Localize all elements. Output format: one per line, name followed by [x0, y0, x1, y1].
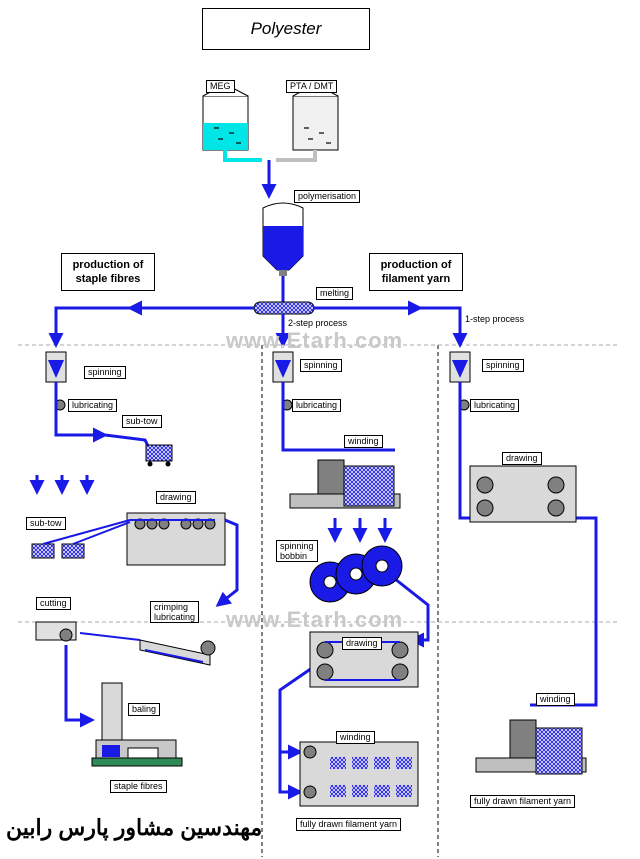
drawing-label-mid: drawing — [342, 637, 382, 650]
spinning-unit-mid — [272, 351, 294, 383]
sub-tow-lines — [42, 519, 131, 545]
watermark-top: www.Etarh.com — [226, 328, 404, 353]
polymerisation-label: polymerisation — [294, 190, 361, 203]
crimping-label: crimping lubricating — [150, 601, 200, 623]
crimping-lubricating-text: lubricating — [154, 612, 196, 622]
sub-tow-label-2: sub-tow — [26, 517, 66, 530]
sub-tow-label-1: sub-tow — [122, 415, 162, 428]
column-separators — [18, 344, 620, 857]
crimping-text: crimping — [154, 602, 189, 612]
down-arrows — [29, 475, 95, 495]
filament-heading: production of filament yarn — [369, 253, 463, 291]
drawing-label-right: drawing — [502, 452, 542, 465]
spinning-bobbin-text-2: bobbin — [280, 551, 308, 561]
fully-drawn-label-mid: fully drawn filament yarn — [296, 818, 402, 831]
spinning-unit-right — [449, 351, 471, 383]
spinning-label-right: spinning — [482, 359, 524, 372]
lubricating-label-left: lubricating — [68, 399, 118, 412]
to-cutter — [79, 632, 141, 641]
sub-tow-can-1 — [145, 444, 173, 467]
polymerisation-reactor — [262, 202, 304, 276]
staple-drawing-frame — [126, 512, 226, 566]
drawing-label-staple: drawing — [156, 491, 196, 504]
winding-label-mid-2: winding — [336, 731, 375, 744]
pta-dmt-silo — [292, 83, 339, 151]
two-step-label: 2-step process — [288, 318, 348, 328]
to-baling — [64, 645, 95, 728]
meg-label: MEG — [206, 80, 235, 93]
winding-label-mid: winding — [344, 435, 383, 448]
melting-label: melting — [316, 287, 354, 300]
right-winding-machine — [475, 719, 587, 775]
winding-label-right: winding — [536, 693, 575, 706]
baling-press — [91, 682, 183, 767]
right-drawing-frame — [469, 465, 577, 523]
pta-dmt-label: PTA / DMT — [286, 80, 338, 93]
sub-tow-cans-2 — [31, 543, 85, 559]
mid-flows — [278, 382, 430, 800]
cutting-unit — [35, 621, 77, 642]
melting-extruder — [253, 301, 315, 315]
page-title: Polyester — [202, 8, 370, 50]
lubricating-label-mid: lubricating — [292, 399, 342, 412]
spinning-label-mid: spinning — [300, 359, 342, 372]
right-flows — [458, 382, 598, 707]
crimping-unit — [139, 639, 216, 666]
spinning-unit-left — [45, 351, 67, 383]
baling-label: baling — [128, 703, 161, 716]
spinning-bobbins — [309, 545, 403, 603]
distribution-lines — [48, 300, 468, 348]
spinning-bobbin-text-1: spinning — [280, 541, 314, 551]
staple-heading: production of staple fibres — [61, 253, 155, 291]
fully-drawn-label-right: fully drawn filament yarn — [470, 795, 576, 808]
pta-pipe — [276, 150, 317, 162]
lubricating-label-right: lubricating — [470, 399, 520, 412]
spinning-bobbin-label: spinning bobbin — [276, 540, 318, 562]
watermark-bottom: www.Etarh.com — [226, 607, 404, 632]
to-crimper — [215, 518, 239, 607]
mid-winding-machine — [289, 449, 401, 509]
mid-final-winder — [299, 741, 419, 807]
spinning-label-left: spinning — [84, 366, 126, 379]
company-name-farsi: مهندسین مشاور پارس رابین — [6, 815, 263, 840]
meg-silo — [202, 83, 249, 151]
cutting-label: cutting — [36, 597, 71, 610]
one-step-label: 1-step process — [465, 314, 525, 324]
staple-fibres-label: staple fibres — [110, 780, 167, 793]
meg-pipe — [223, 150, 262, 162]
